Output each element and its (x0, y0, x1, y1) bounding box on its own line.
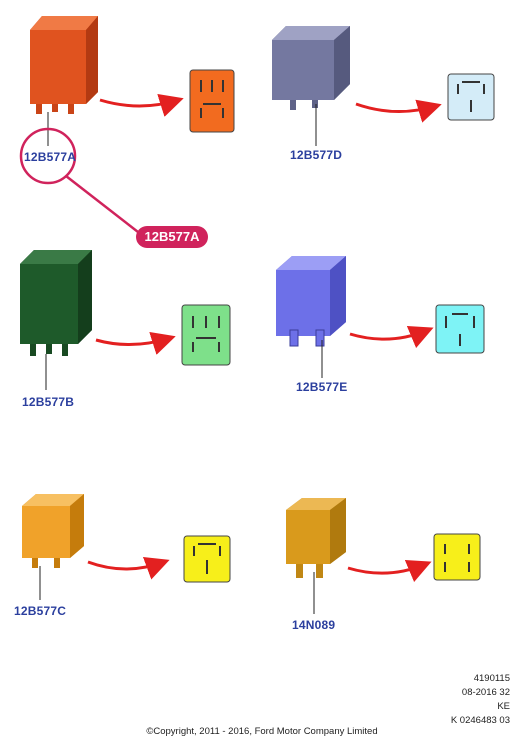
socket-12b577a (189, 69, 235, 133)
relay-12b577d (272, 26, 350, 146)
socket-12b577d (447, 73, 495, 121)
callout-badge: 12B577A (136, 226, 208, 248)
reference-block: 4190115 08-2016 32 KE K 0246483 03 (451, 672, 510, 728)
callout-ring (19, 127, 77, 185)
arrow-3 (95, 331, 176, 355)
label-12b577b: 12B577B (22, 395, 75, 409)
label-12b577c: 12B577C (14, 604, 67, 618)
reference-line-4: K 0246483 03 (450, 715, 510, 726)
reference-line-1: 4190115 (473, 673, 510, 684)
socket-14n089 (433, 533, 481, 581)
socket-12b577e (435, 304, 485, 354)
label-12b577d: 12B577D (290, 148, 343, 162)
arrow-4 (349, 325, 434, 349)
arrow-5 (87, 556, 170, 580)
relay-12b577b (20, 250, 92, 390)
arrow-2 (355, 99, 442, 123)
relay-14n089 (286, 498, 346, 614)
reference-line-2: 08-2016 32 (461, 687, 510, 698)
copyright-notice: ©Copyright, 2011 - 2016, Ford Motor Comp… (146, 726, 378, 737)
relay-12b577e (276, 256, 346, 378)
label-12b577e: 12B577E (296, 380, 348, 394)
socket-12b577b (181, 304, 231, 366)
arrow-1 (99, 93, 184, 117)
relay-12b577a (30, 16, 98, 146)
reference-line-3: KE (497, 701, 510, 712)
callout-leader (65, 175, 139, 233)
socket-12b577c (183, 535, 231, 583)
label-12b577a: 12B577A (24, 150, 77, 164)
arrow-6 (347, 559, 432, 583)
relay-12b577c (22, 494, 84, 600)
label-14n089: 14N089 (292, 618, 336, 632)
